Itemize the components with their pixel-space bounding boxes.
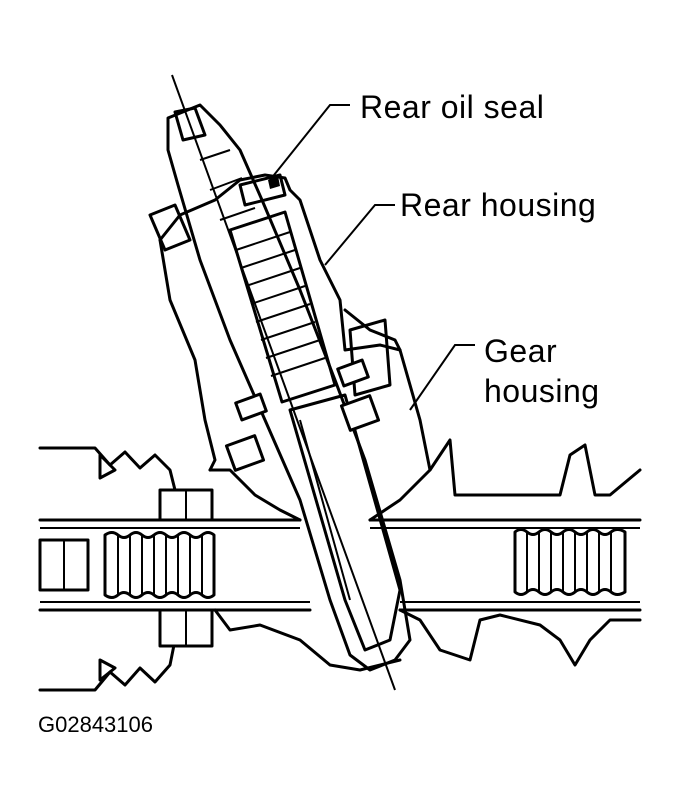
leader-rear-housing: [324, 204, 395, 266]
rack-teeth-left: [103, 531, 216, 599]
bearing-lower: [224, 358, 381, 472]
lock-nut: [158, 488, 214, 648]
boot-bellows: [38, 446, 182, 692]
gear-housing: [208, 308, 642, 672]
leader-rear-oil-seal: [269, 104, 350, 181]
figure-code: G02843106: [38, 712, 153, 737]
rack-teeth-right: [513, 528, 627, 596]
center-axis: [171, 74, 396, 691]
pinion-shaft: [166, 103, 412, 672]
label-gear-housing-line1: Gear: [484, 333, 558, 369]
leader-gear-housing: [409, 344, 475, 411]
label-gear-housing-line2: housing: [484, 373, 600, 409]
rack-end: [38, 538, 90, 592]
valve-spool: [228, 210, 337, 404]
label-rear-housing: Rear housing: [400, 187, 597, 223]
label-rear-oil-seal: Rear oil seal: [360, 89, 545, 125]
